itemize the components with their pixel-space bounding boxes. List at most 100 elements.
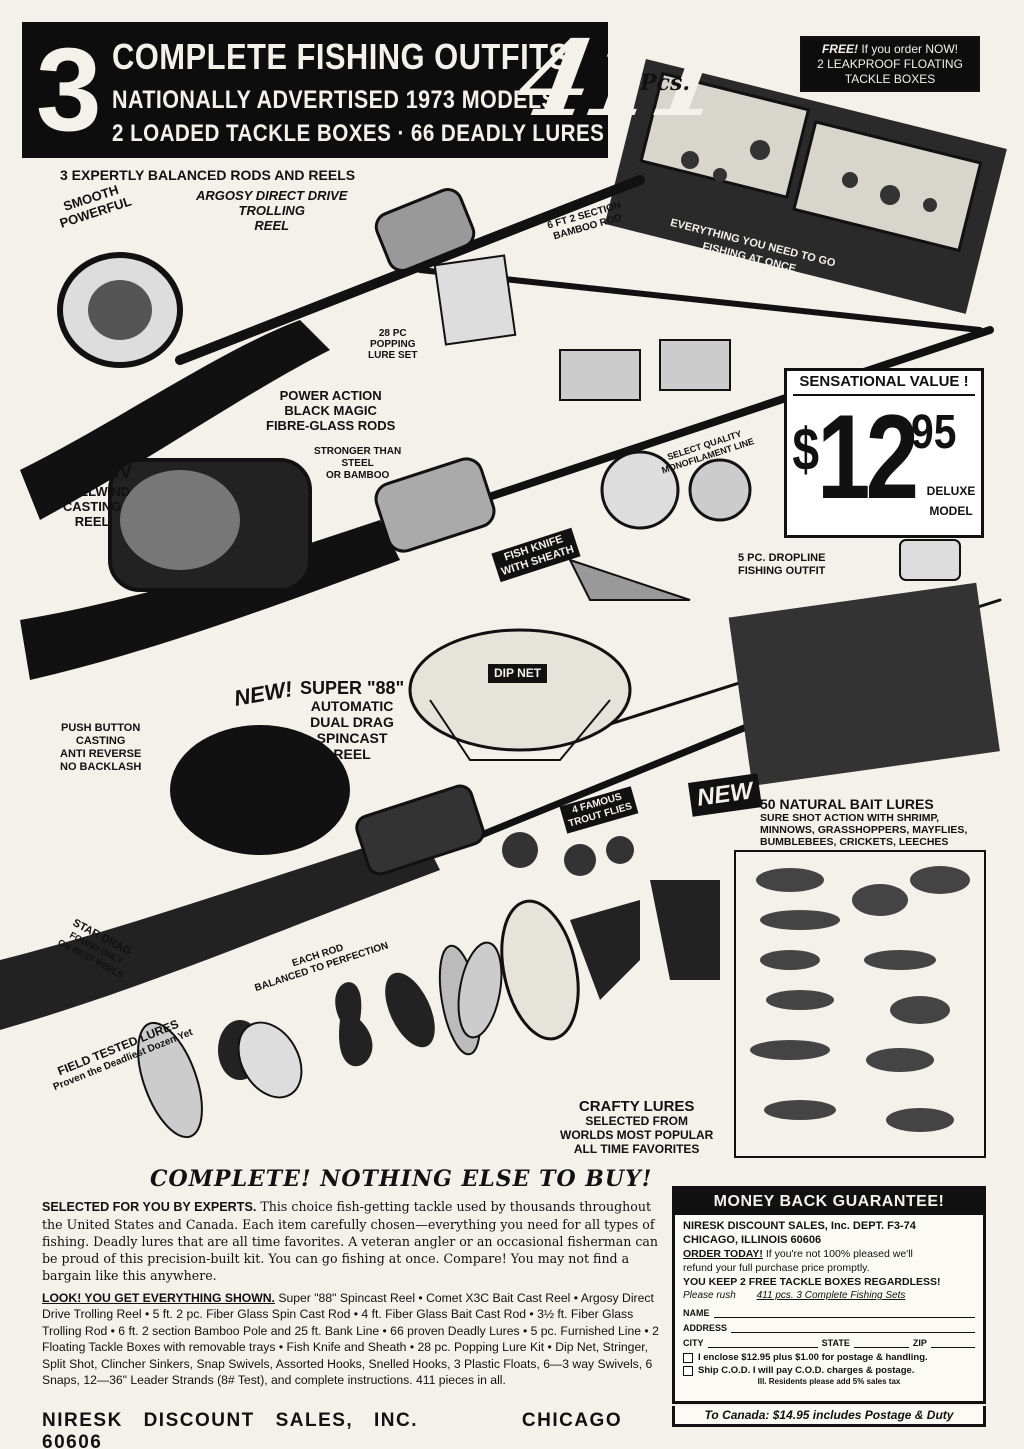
coupon-order-lead: ORDER TODAY! — [683, 1248, 763, 1260]
price-note-2: MODEL — [929, 504, 973, 518]
state-label: STATE — [821, 1338, 850, 1348]
coupon-keep-line: YOU KEEP 2 FREE TACKLE BOXES REGARDLESS! — [683, 1276, 941, 1288]
super-88-line-5: REEL — [333, 746, 371, 762]
items-text: Super "88" Spincast Reel • Comet X3C Bai… — [42, 1291, 659, 1388]
body-paragraph: SELECTED FOR YOU BY EXPERTS. This choice… — [42, 1198, 662, 1284]
bait-desc-1: SURE SHOT ACTION WITH SHRIMP, — [760, 812, 940, 824]
mark-iv-line-4: REEL — [74, 514, 110, 529]
coupon-heading: MONEY BACK GUARANTEE! — [675, 1189, 983, 1215]
super-88-title: SUPER "88" — [300, 678, 405, 698]
free-offer-line-2: 2 LEAKPROOF FLOATING — [817, 57, 963, 71]
coupon-rush-value: 411 pcs. 3 Complete Fishing Sets — [756, 1290, 906, 1301]
argosy-line-3: REEL — [254, 218, 290, 233]
tackle-items — [433, 254, 1000, 786]
piece-unit: Pcs. — [640, 70, 690, 96]
coupon-order-rest: If you're not 100% pleased we'll — [765, 1248, 913, 1260]
complete-heading: COMPLETE! NOTHING ELSE TO BUY! — [150, 1166, 653, 1192]
headline-number: 3 — [36, 24, 102, 156]
tackle-box-top — [604, 58, 1007, 314]
stronger-line-2: STEEL — [341, 458, 374, 469]
mark-iv-line-2: LEVELWIND — [54, 484, 131, 499]
footer-city: CHICAGO 60606 — [42, 1410, 623, 1449]
city-state-zip-field[interactable]: CITY STATE ZIP — [675, 1333, 983, 1348]
stronger-line-3: OR BAMBOO — [325, 470, 390, 481]
enclose-option[interactable]: I enclose $12.95 plus $1.00 for postage … — [675, 1351, 983, 1364]
bait-description: SURE SHOT ACTION WITH SHRIMP, MINNOWS, G… — [760, 812, 967, 848]
push-line-3: ANTI REVERSE — [60, 748, 142, 760]
header-banner: 3 COMPLETE FISHING OUTFITS NATIONALLY AD… — [22, 22, 608, 158]
address-field[interactable]: ADDRESS — [675, 1318, 983, 1333]
push-button-label: PUSH BUTTON CASTING ANTI REVERSE NO BACK… — [60, 722, 141, 774]
push-line-2: CASTING — [75, 735, 126, 747]
popping-line-2: POPPING — [369, 339, 416, 350]
cod-checkbox[interactable] — [683, 1365, 693, 1376]
mark-iv-label: MARK IV LEVELWIND CASTING REEL — [52, 462, 132, 529]
cod-option[interactable]: Ship C.O.D. I will pay C.O.D. charges & … — [675, 1364, 983, 1377]
stronger-line-1: STRONGER THAN — [314, 446, 402, 457]
mark-iv-line-3: CASTING — [62, 499, 122, 514]
free-offer-rest: If you order NOW! — [861, 42, 959, 56]
popping-line-1: 28 pc — [378, 328, 407, 339]
free-offer-lead: FREE! — [821, 42, 858, 56]
headline-line-2: NATIONALLY ADVERTISED 1973 MODELS — [112, 86, 557, 114]
tax-note: Ill. Residents please add 5% sales tax — [757, 1377, 901, 1386]
trolling-reel-1 — [20, 188, 476, 520]
fishing-gear-illustration — [0, 58, 1007, 1139]
casting-reel-2 — [20, 457, 496, 680]
popping-line-3: LURE SET — [368, 350, 418, 361]
argosy-line-1: ARGOSY DIRECT DRIVE — [196, 188, 348, 203]
super-88-line-2: AUTOMATIC — [310, 698, 394, 714]
headline-line-3: 2 LOADED TACKLE BOXES · 66 DEADLY LURES — [112, 120, 605, 147]
lures — [137, 880, 720, 1139]
order-coupon: MONEY BACK GUARANTEE! NIRESK DISCOUNT SA… — [672, 1186, 986, 1404]
stronger-label: STRONGER THAN STEEL OR BAMBOO — [314, 446, 401, 482]
body-lead: SELECTED FOR YOU BY EXPERTS. — [42, 1200, 257, 1214]
bait-desc-2: MINNOWS, GRASSHOPPERS, MAYFLIES, — [760, 824, 968, 836]
power-action-label: POWER ACTION BLACK MAGIC FIBRE-GLASS ROD… — [266, 388, 395, 433]
enclose-text: I enclose $12.95 plus $1.00 for postage … — [698, 1352, 928, 1363]
bait-desc-3: BUMBLEBEES, CRICKETS, LEECHES — [760, 836, 949, 848]
cod-text: Ship C.O.D. I will pay C.O.D. charges & … — [698, 1365, 915, 1376]
crafty-line-3: WORLDS MOST POPULAR — [560, 1128, 714, 1142]
dip-net — [408, 628, 632, 761]
super-88-label: SUPER "88" AUTOMATIC DUAL DRAG SPINCAST … — [300, 678, 404, 762]
dropline-label: 5 pc. DROPLINE FISHING OUTFIT — [738, 552, 825, 578]
coupon-rush-label: Please rush — [683, 1290, 736, 1301]
name-label: NAME — [683, 1308, 710, 1318]
power-line-1: POWER ACTION — [279, 388, 382, 403]
dropline-line-2: FISHING OUTFIT — [738, 565, 826, 577]
coupon-rush-line: Please rush 411 pcs. 3 Complete Fishing … — [675, 1289, 983, 1303]
address-label: ADDRESS — [683, 1323, 728, 1333]
power-line-2: BLACK MAGIC — [284, 403, 377, 418]
power-line-3: FIBRE-GLASS RODS — [266, 418, 396, 433]
price-cents: 95 — [911, 406, 957, 459]
price-box: SENSATIONAL VALUE ! $ 12 95 DELUXE MODEL — [784, 368, 984, 538]
footer-company: NIRESK DISCOUNT SALES, INC. — [42, 1410, 418, 1431]
price-dollars: 12 — [817, 390, 919, 524]
price-dollar-sign: $ — [792, 416, 820, 483]
items-list: LOOK! YOU GET EVERYTHING SHOWN. Super "8… — [42, 1290, 662, 1388]
argosy-line-2: TROLLING — [238, 203, 305, 218]
enclose-checkbox[interactable] — [683, 1352, 693, 1363]
bait-title: 50 NATURAL BAIT LURES — [760, 796, 934, 812]
name-field[interactable]: NAME — [675, 1303, 983, 1318]
price-heading: SENSATIONAL VALUE ! — [793, 373, 975, 396]
headline-line-1: COMPLETE FISHING OUTFITS — [112, 36, 570, 77]
crafty-line-2: SELECTED FROM — [585, 1114, 688, 1128]
price-note: DELUXE MODEL — [921, 481, 981, 521]
dropline-line-1: 5 pc. DROPLINE — [738, 552, 826, 564]
coupon-order-line: ORDER TODAY! If you're not 100% pleased … — [675, 1247, 983, 1261]
coupon-addr-2: CHICAGO, ILLINOIS 60606 — [683, 1234, 822, 1246]
push-line-4: NO BACKLASH — [60, 761, 142, 773]
free-offer-line-3: TACKLE BOXES — [844, 72, 936, 86]
mark-iv-title: MARK IV — [52, 462, 133, 483]
super-88-line-3: DUAL DRAG — [310, 714, 394, 730]
footer-company-line: NIRESK DISCOUNT SALES, INC. CHICAGO 6060… — [42, 1410, 662, 1449]
dip-net-label: DIP NET — [488, 664, 548, 683]
super-88-line-4: SPINCAST — [316, 730, 388, 746]
crafty-lures-label: CRAFTY LURES SELECTED FROM WORLDS MOST P… — [560, 1099, 714, 1156]
coupon-order-line-2: refund your full purchase price promptly… — [683, 1262, 870, 1274]
argosy-label: ARGOSY DIRECT DRIVE TROLLING REEL — [196, 188, 347, 233]
spincast-reel-3 — [0, 725, 485, 1030]
